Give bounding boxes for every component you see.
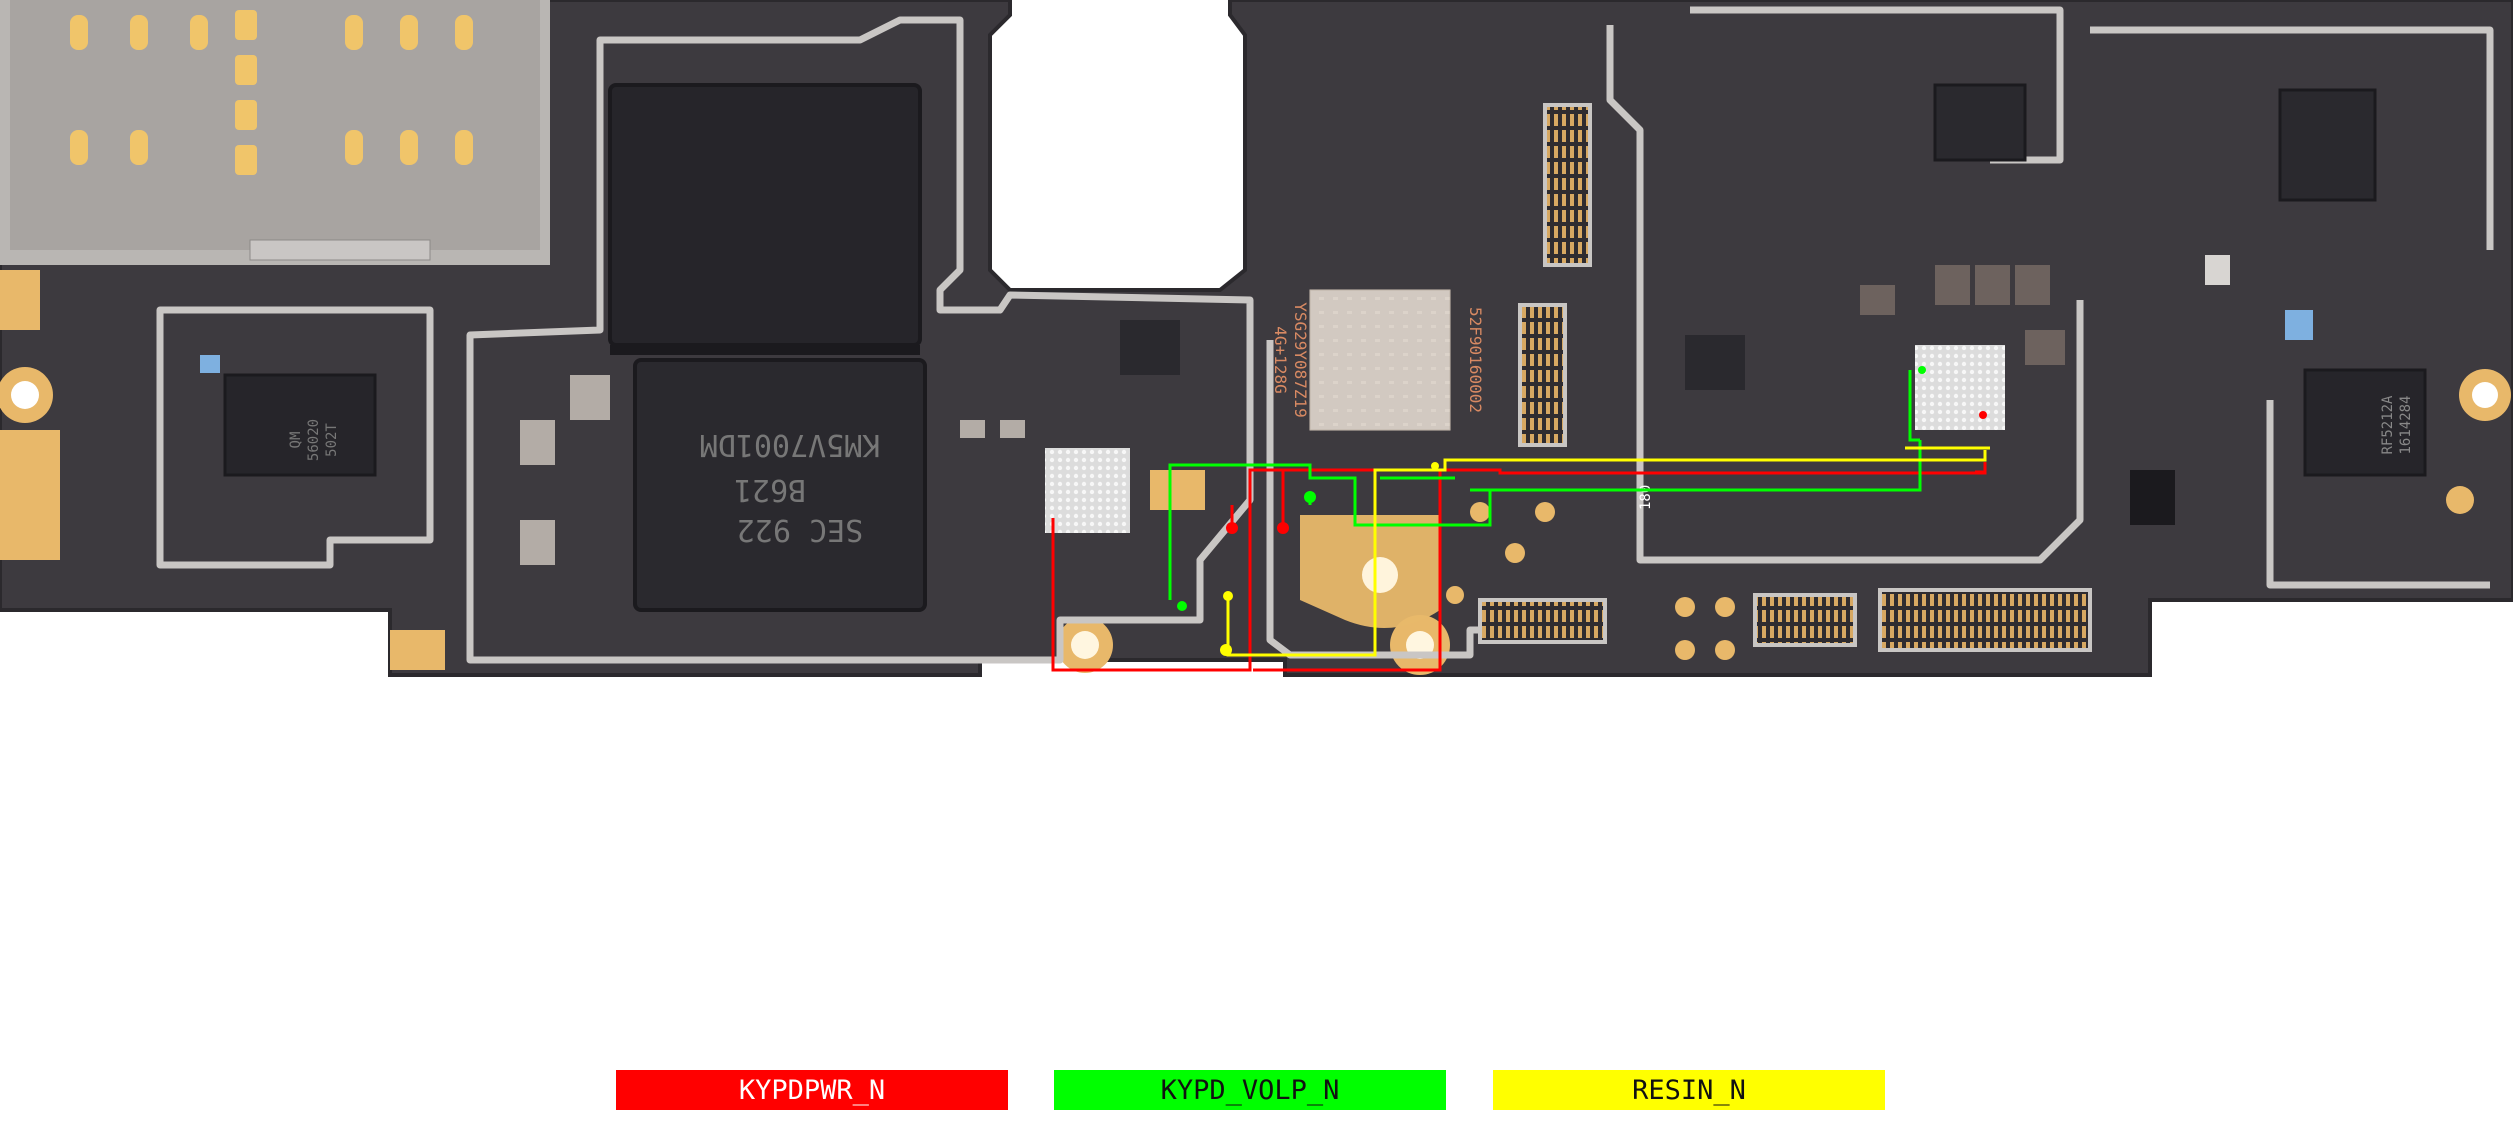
memory-chip-upper <box>608 83 922 355</box>
small-chip-3 <box>2130 470 2175 525</box>
right-mid-chip <box>1933 83 2027 162</box>
connector-bottom-2 <box>1753 593 1857 647</box>
rf-text-1: RF5212A <box>2380 395 2396 455</box>
passive-components <box>200 255 2313 565</box>
small-chip-1 <box>1120 320 1180 375</box>
right-rf-chip: RF5212A 1614284 <box>2303 368 2427 477</box>
connector-center-right <box>1518 303 1567 447</box>
ram-text-2: YSG29Y087Z19 <box>1291 302 1310 418</box>
gold-edge-pads <box>0 270 2511 675</box>
trace-resin-n-nodes <box>1220 462 1439 656</box>
legend-resin-n-label: RESIN_N <box>1632 1074 1746 1106</box>
rf-text-2: 1614284 <box>2398 395 2414 454</box>
bga-chip-left <box>1045 448 1130 533</box>
connector-bottom-3 <box>1878 588 2092 652</box>
small-chip-2 <box>1685 335 1745 390</box>
trace-kypd-volp-n-nodes <box>1177 366 1926 611</box>
memory-chip-text-3: KM5V7001DM <box>700 427 881 462</box>
gold-test-pads <box>1150 470 1735 660</box>
legend-kypd-volp-n-label: KYPD_VOLP_N <box>1160 1074 1340 1106</box>
pmic-text-2: 56020 <box>306 419 322 461</box>
serial-text: 52F90160002 <box>1466 307 1485 413</box>
legend-kypdpwr-n-label: KYPDPWR_N <box>738 1074 886 1106</box>
center-label-sticker: 4G+128G YSG29Y087Z19 52F90160002 <box>1271 289 1485 431</box>
trace-kypdpwr-n-nodes <box>1226 411 1987 534</box>
legend-resin-n: RESIN_N <box>1493 1070 1885 1110</box>
memory-chip-text-2: B621 <box>734 472 806 507</box>
left-pmic-chip: QM 56020 502T <box>223 373 377 477</box>
connector-code: 180 <box>1638 485 1654 510</box>
right-top-chip <box>2278 88 2377 202</box>
ram-text-1: 4G+128G <box>1271 326 1290 393</box>
connector-bottom-1 <box>1478 598 1607 644</box>
connector-top-right <box>1543 103 1592 267</box>
memory-chip-lower: SEC 922 B621 KM5V7001DM <box>633 358 927 612</box>
pmic-text-1: QM <box>288 432 304 449</box>
pmic-text-3: 502T <box>324 423 340 457</box>
legend-kypdpwr-n: KYPDPWR_N <box>616 1070 1008 1110</box>
legend-kypd-volp-n: KYPD_VOLP_N <box>1054 1070 1446 1110</box>
sim-card-tray <box>0 0 550 265</box>
memory-chip-text-1: SEC 922 <box>737 512 863 547</box>
shield-frames <box>156 6 2494 664</box>
trace-kypd-volp-n <box>1168 370 1922 600</box>
bga-chip-right <box>1915 345 2005 430</box>
